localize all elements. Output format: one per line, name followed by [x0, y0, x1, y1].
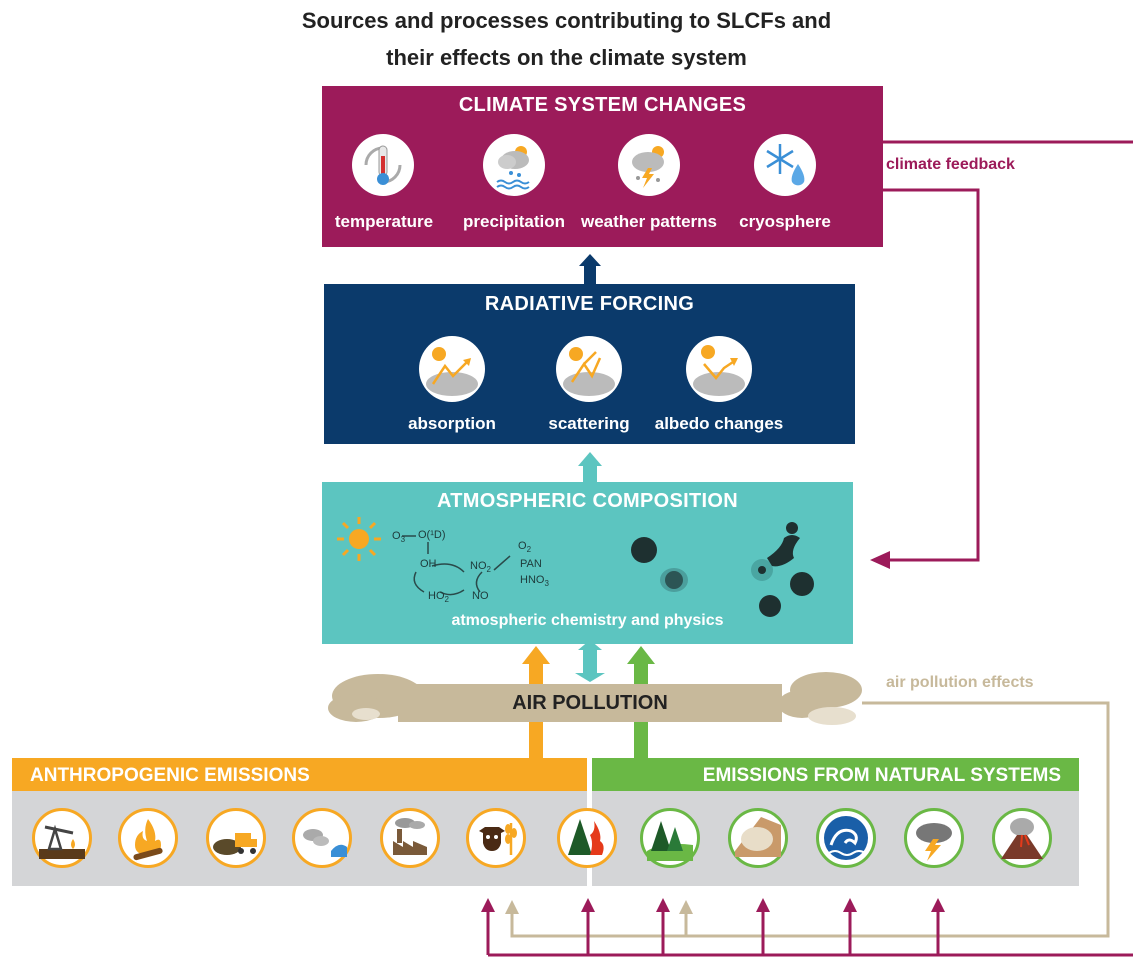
chem-no: NO	[472, 590, 489, 602]
chem-hno3: HNO	[520, 574, 545, 586]
anthropogenic-title: ANTHROPOGENIC EMISSIONS	[30, 765, 310, 786]
volcano-icon	[992, 808, 1052, 868]
atmospheric-composition-box: ATMOSPHERIC COMPOSITION O3 O(¹D) OH HO2 …	[322, 482, 853, 644]
chem-o3: O	[392, 530, 401, 542]
atmos-subtitle: atmospheric chemistry and physics	[451, 612, 724, 629]
diagram-title-line1: Sources and processes contributing to SL…	[301, 8, 832, 33]
thermometer-icon	[352, 134, 414, 196]
factory-icon	[380, 808, 440, 868]
rain-cloud-icon	[483, 134, 545, 196]
absorption-icon	[419, 336, 485, 402]
albedo-changes-label: albedo changes	[654, 414, 784, 433]
air-pollution-bar: AIR POLLUTION	[398, 684, 782, 722]
atmos-box-title: ATMOSPHERIC COMPOSITION	[437, 490, 738, 512]
sun-icon	[337, 517, 381, 561]
cryosphere-label: cryosphere	[739, 212, 831, 231]
air-to-atmos-double-arrow	[578, 640, 602, 650]
atmos-to-radiative-arrow	[578, 452, 602, 466]
fire-icon	[118, 808, 178, 868]
snowflake-icon	[754, 134, 816, 196]
chem-ho2: HO	[428, 590, 445, 602]
waste-truck-icon	[206, 808, 266, 868]
climate-system-changes-box: CLIMATE SYSTEM CHANGES temperature preci…	[322, 86, 883, 247]
dust-icon	[728, 808, 788, 868]
chem-no2: NO	[470, 560, 487, 572]
chem-o1d: O(¹D)	[418, 529, 446, 541]
oil-pump-icon	[32, 808, 92, 868]
ocean-wave-icon	[816, 808, 876, 868]
emissions-icon-band	[12, 791, 1079, 886]
aerosol-particles-icon	[631, 522, 814, 617]
forest-fire-icon	[557, 808, 617, 868]
climate-feedback-return-line	[883, 188, 980, 562]
air-pollution-effects-label: air pollution effects	[886, 674, 1034, 691]
anthropogenic-up-arrow	[522, 646, 550, 664]
natural-emissions-header: EMISSIONS FROM NATURAL SYSTEMS	[592, 758, 1079, 791]
anthropogenic-emissions-header: ANTHROPOGENIC EMISSIONS	[12, 758, 587, 791]
chem-o2: O	[518, 540, 527, 552]
vehicle-exhaust-icon	[292, 808, 352, 868]
diagram-title-line2: their effects on the climate system	[386, 45, 747, 70]
radiative-to-climate-arrow	[579, 254, 601, 266]
scattering-icon	[556, 336, 622, 402]
forest-icon	[640, 808, 700, 868]
absorption-label: absorption	[408, 414, 496, 433]
natural-up-arrow	[627, 646, 655, 664]
albedo-icon	[686, 336, 752, 402]
temperature-label: temperature	[334, 212, 434, 231]
chem-oh: OH	[420, 558, 437, 570]
climate-feedback-arrowhead	[870, 551, 890, 569]
radiative-forcing-box: RADIATIVE FORCING absorption scattering …	[324, 284, 855, 444]
climate-feedback-label: climate feedback	[886, 156, 1015, 173]
storm-cloud-icon	[618, 134, 680, 196]
weather-patterns-label: weather patterns	[580, 212, 718, 231]
chem-pan: PAN	[520, 558, 542, 570]
radiative-box-title: RADIATIVE FORCING	[484, 293, 695, 315]
natural-title: EMISSIONS FROM NATURAL SYSTEMS	[702, 765, 1061, 786]
chemistry-diagram	[337, 517, 511, 596]
scattering-label: scattering	[548, 414, 630, 433]
air-pollution-effects-line	[510, 701, 1110, 938]
climate-box-title: CLIMATE SYSTEM CHANGES	[458, 94, 747, 116]
livestock-icon	[466, 808, 526, 868]
precipitation-label: precipitation	[462, 212, 565, 231]
lightning-cloud-icon	[904, 808, 964, 868]
air-pollution-label: AIR POLLUTION	[512, 692, 668, 714]
